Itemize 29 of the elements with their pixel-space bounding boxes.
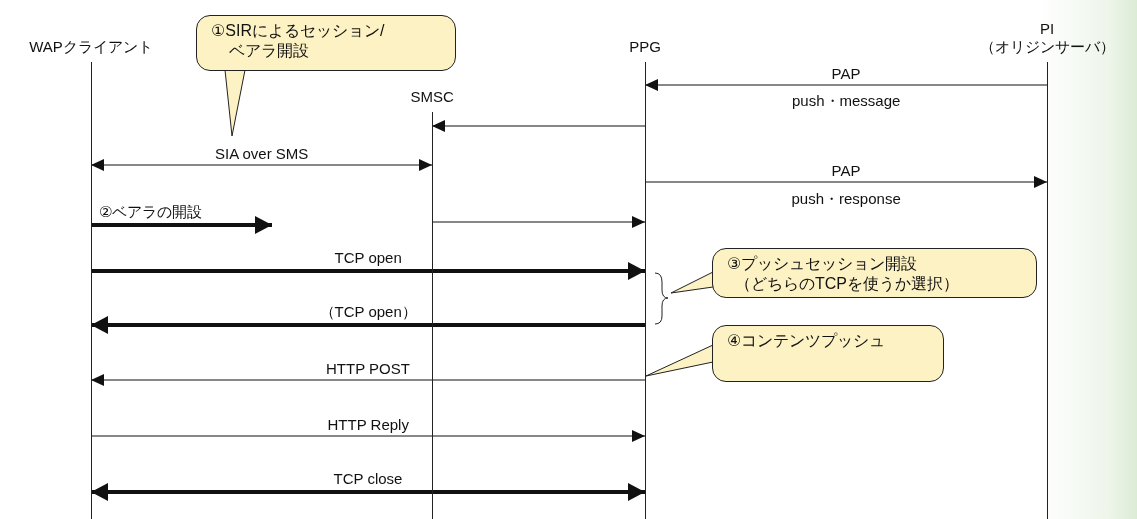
participant-label: WAPクライアント [29, 38, 153, 56]
message-arrow [91, 262, 645, 280]
edge-label: HTTP POST [326, 360, 410, 378]
message-arrow [90, 159, 433, 171]
message-arrow [90, 430, 646, 442]
edge-label: （TCP open） [319, 303, 417, 321]
message-arrow [644, 176, 1048, 188]
edge-label: TCP open [334, 249, 402, 267]
message-name: push・message [792, 92, 901, 110]
edge-label: HTTP Reply [327, 416, 409, 434]
edge-label: SIA over SMS [215, 145, 309, 163]
message-arrow [91, 216, 272, 234]
edge-label: TCP close [333, 470, 403, 488]
edge-label: ②ベアラの開設 [99, 203, 203, 221]
participant-label: （オリジンサーバ） [979, 38, 1115, 56]
message-arrow [644, 79, 1048, 91]
message-arrow [91, 483, 645, 501]
message-arrow [431, 120, 646, 132]
message-arrow [90, 374, 646, 386]
edge-label: PAP [831, 162, 861, 180]
participant-label: SMSC [410, 88, 454, 106]
message-arrow [431, 216, 646, 228]
participant-label: PI [1038, 20, 1056, 38]
callout-box: ③プッシュセッション開設 （どちらのTCPを使うか選択） [712, 248, 1037, 298]
participant-label: PPG [629, 38, 661, 56]
edge-label: PAP [831, 65, 861, 83]
message-name: push・response [791, 190, 901, 208]
callout-box: ①SIRによるセッション/ベアラ開設 [196, 15, 456, 71]
message-arrow [91, 316, 645, 334]
